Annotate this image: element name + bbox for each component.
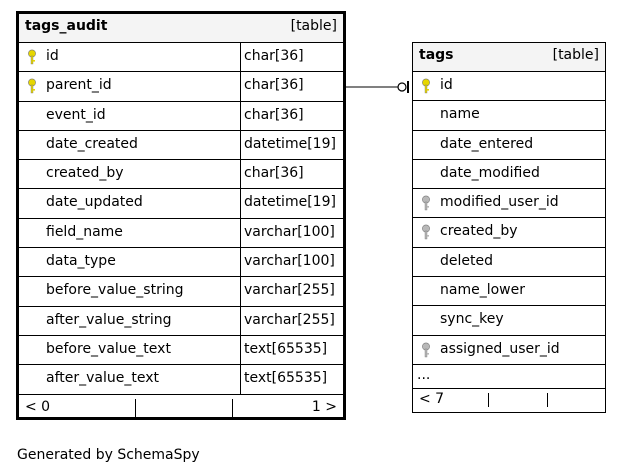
table-tags[interactable]: tags [table] id name date_entered date_modi… bbox=[412, 42, 606, 413]
column-name: date_updated bbox=[46, 194, 143, 211]
column-row: before_value_text text[65535] bbox=[19, 335, 343, 366]
column-row: date_updated datetime[19] bbox=[19, 189, 343, 219]
table-footer: < 7 bbox=[413, 389, 605, 411]
column-name: before_value_string bbox=[46, 282, 184, 299]
column-name: date_modified bbox=[440, 164, 540, 181]
footer-divider bbox=[547, 392, 548, 407]
column-divider bbox=[240, 365, 241, 394]
column-divider bbox=[240, 248, 241, 277]
primary-key-icon bbox=[421, 78, 431, 94]
column-name: created_by bbox=[440, 223, 518, 240]
column-type: char[36] bbox=[244, 106, 304, 123]
column-name: field_name bbox=[46, 223, 123, 240]
column-type: datetime[19] bbox=[244, 194, 336, 211]
column-row: id bbox=[413, 72, 605, 102]
table-kind: [table] bbox=[290, 18, 337, 34]
column-name: sync_key bbox=[440, 311, 504, 328]
column-divider bbox=[240, 218, 241, 248]
column-name: data_type bbox=[46, 253, 116, 270]
column-type: varchar[100] bbox=[244, 253, 335, 270]
column-row: date_created datetime[19] bbox=[19, 130, 343, 161]
column-divider bbox=[240, 72, 241, 101]
column-row: created_by bbox=[413, 218, 605, 248]
footer-divider bbox=[488, 392, 489, 407]
column-name: date_created bbox=[46, 135, 138, 152]
column-divider bbox=[240, 306, 241, 335]
column-type: char[36] bbox=[244, 48, 304, 64]
column-type: varchar[255] bbox=[244, 282, 335, 299]
column-row: before_value_string varchar[255] bbox=[19, 277, 343, 307]
column-row: data_type varchar[100] bbox=[19, 248, 343, 278]
column-name: date_entered bbox=[440, 135, 534, 152]
column-divider bbox=[240, 43, 241, 72]
ellipsis: ... bbox=[417, 366, 431, 383]
column-row: field_name varchar[100] bbox=[19, 218, 343, 249]
column-row: name_lower bbox=[413, 277, 605, 307]
column-name: modified_user_id bbox=[440, 194, 559, 211]
primary-key-icon bbox=[27, 49, 37, 65]
column-name: parent_id bbox=[46, 77, 112, 94]
column-row: name bbox=[413, 101, 605, 131]
footer-divider bbox=[135, 398, 136, 417]
column-row: event_id char[36] bbox=[19, 101, 343, 131]
column-type: varchar[100] bbox=[244, 223, 335, 240]
column-name: after_value_text bbox=[46, 370, 159, 387]
parents-count: < 0 bbox=[25, 398, 51, 415]
column-list: id char[36] parent_id char[36] event_id char[… bbox=[19, 43, 343, 395]
caption: Generated by SchemaSpy bbox=[17, 447, 200, 463]
column-row: after_value_string varchar[255] bbox=[19, 306, 343, 336]
column-divider bbox=[240, 101, 241, 130]
column-divider bbox=[240, 160, 241, 189]
column-name: id bbox=[440, 77, 453, 93]
table-header: tags [table] bbox=[413, 43, 605, 72]
column-type: char[36] bbox=[244, 77, 304, 94]
column-row: date_modified bbox=[413, 160, 605, 190]
column-name: name bbox=[440, 106, 480, 123]
column-row: id char[36] bbox=[19, 43, 343, 73]
zero-or-one-marker bbox=[397, 82, 407, 92]
column-name: created_by bbox=[46, 165, 124, 182]
column-row: date_entered bbox=[413, 131, 605, 160]
column-divider bbox=[240, 130, 241, 160]
column-divider bbox=[240, 189, 241, 218]
table-footer: < 0 1 > bbox=[19, 395, 343, 421]
table-name: tags_audit bbox=[25, 18, 108, 34]
column-type: text[65535] bbox=[244, 340, 328, 357]
table-header: tags_audit [table] bbox=[19, 14, 343, 43]
column-type: char[36] bbox=[244, 165, 304, 182]
column-row: parent_id char[36] bbox=[19, 72, 343, 102]
children-count: 1 > bbox=[311, 398, 337, 415]
column-type: varchar[255] bbox=[244, 311, 335, 328]
column-divider bbox=[240, 277, 241, 306]
column-row: deleted bbox=[413, 248, 605, 278]
foreign-key-icon bbox=[421, 224, 431, 240]
table-kind: [table] bbox=[552, 47, 599, 63]
column-name: after_value_string bbox=[46, 311, 172, 328]
column-name: deleted bbox=[440, 252, 493, 269]
column-name: before_value_text bbox=[46, 340, 171, 357]
column-row: created_by char[36] bbox=[19, 160, 343, 190]
column-type: datetime[19] bbox=[244, 135, 336, 152]
table-name: tags bbox=[419, 47, 454, 63]
foreign-key-icon bbox=[421, 342, 431, 358]
foreign-key-icon bbox=[421, 195, 431, 211]
footer-divider bbox=[232, 398, 233, 417]
column-list: id name date_entered date_modified modified_… bbox=[413, 72, 605, 365]
column-name: name_lower bbox=[440, 282, 525, 299]
column-row: sync_key bbox=[413, 306, 605, 336]
column-row: modified_user_id bbox=[413, 189, 605, 219]
primary-key-icon bbox=[27, 78, 37, 94]
column-divider bbox=[240, 335, 241, 365]
column-name: assigned_user_id bbox=[440, 340, 560, 357]
column-name: id bbox=[46, 48, 59, 64]
column-name: event_id bbox=[46, 106, 106, 123]
parents-count: < 7 bbox=[419, 390, 445, 407]
more-columns-row: ... bbox=[413, 365, 605, 389]
column-row: after_value_text text[65535] bbox=[19, 365, 343, 395]
column-row: assigned_user_id bbox=[413, 336, 605, 365]
column-type: text[65535] bbox=[244, 370, 328, 387]
